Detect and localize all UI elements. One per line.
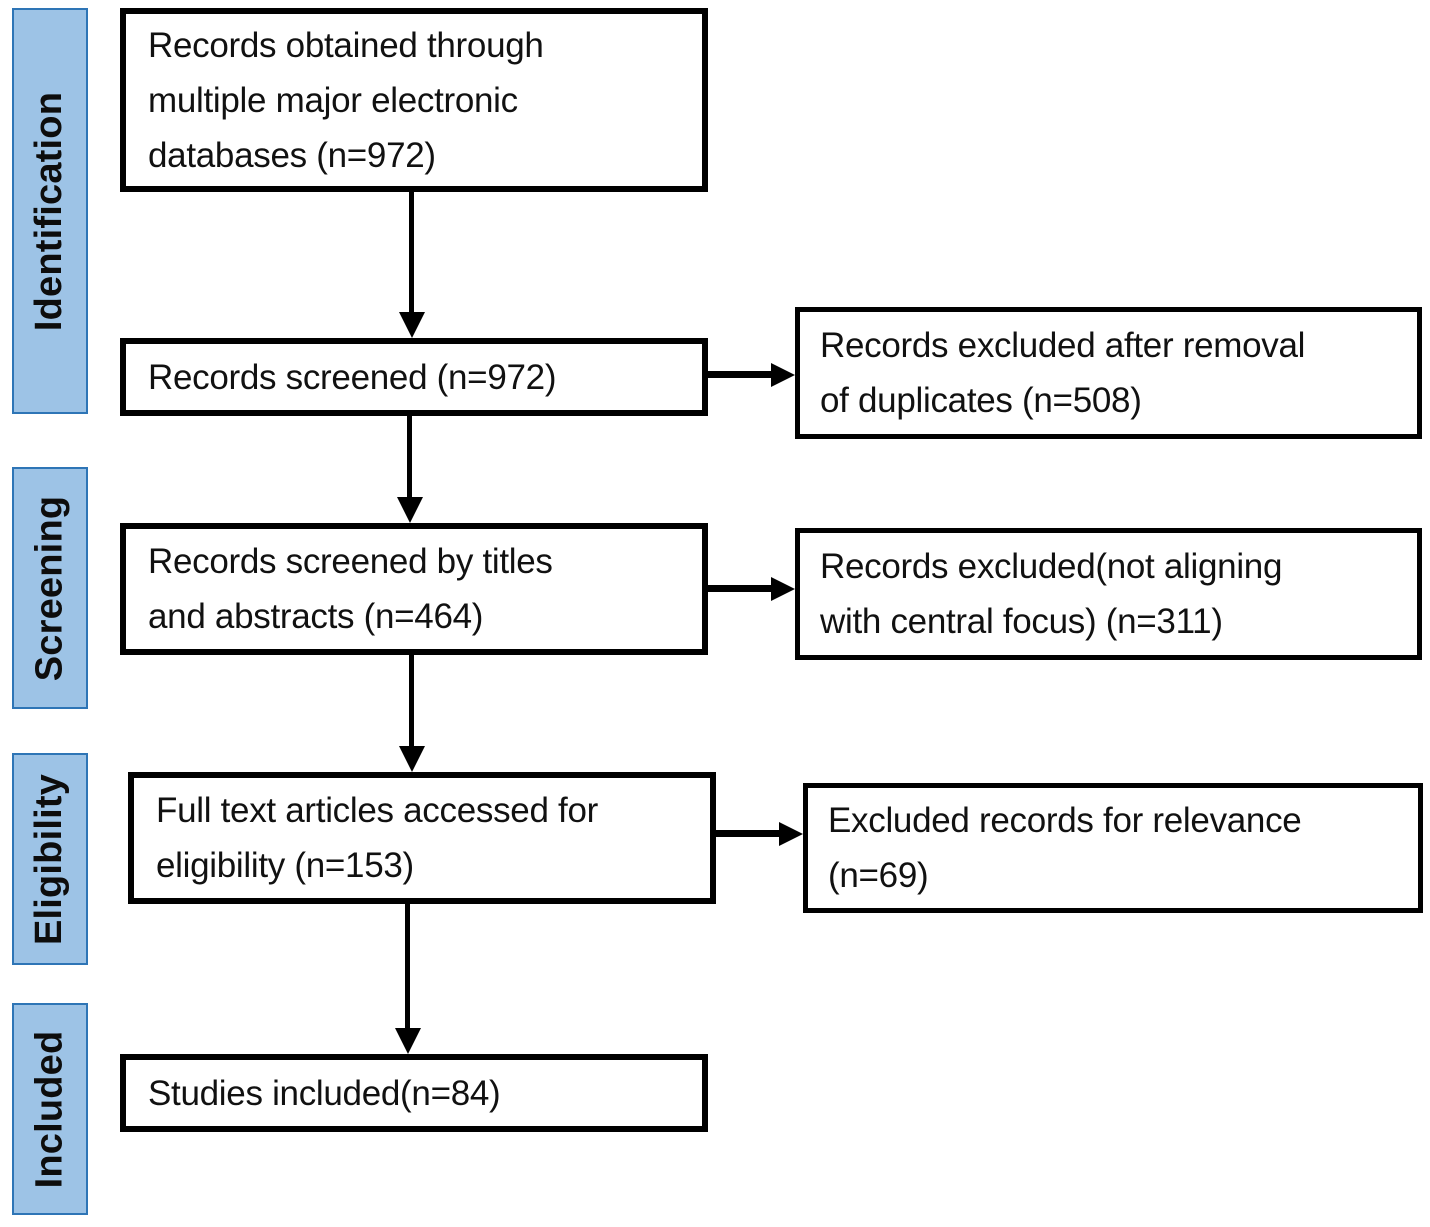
box-text-line: of duplicates (n=508) <box>820 381 1142 420</box>
arrow-head-icon <box>399 312 425 338</box>
arrow-head-icon <box>779 822 803 846</box>
arrow-stem <box>405 904 410 1030</box>
arrow-head-icon <box>397 497 423 523</box>
box-full-text-eligibility: Full text articles accessed for eligibil… <box>128 772 716 904</box>
stage-label-included-text: Included <box>28 1030 71 1188</box>
arrow-head-icon <box>399 746 425 772</box>
box-records-obtained: Records obtained through multiple major … <box>120 8 708 192</box>
stage-label-identification-text: Identification <box>28 91 71 331</box>
box-text-line: eligibility (n=153) <box>156 846 414 885</box>
stage-label-screening: Screening <box>12 467 88 709</box>
box-records-screened: Records screened (n=972) <box>120 338 708 416</box>
arrow-stem <box>716 830 779 837</box>
box-text-line: databases (n=972) <box>148 135 436 175</box>
box-text-line: Records screened (n=972) <box>148 357 557 397</box>
box-studies-included: Studies included(n=84) <box>120 1054 708 1132</box>
box-excluded-not-aligning: Records excluded(not aligning with centr… <box>795 528 1422 660</box>
box-text-line: Records obtained through <box>148 25 544 65</box>
stage-label-eligibility-text: Eligibility <box>28 773 71 945</box>
box-text-line: with central focus) (n=311) <box>820 602 1223 641</box>
stage-label-screening-text: Screening <box>28 495 71 681</box>
box-text-line: and abstracts (n=464) <box>148 597 484 636</box>
stage-label-included: Included <box>12 1003 88 1215</box>
arrow-stem <box>407 416 412 499</box>
box-text-line: Records excluded after removal <box>820 326 1306 365</box>
stage-label-eligibility: Eligibility <box>12 753 88 965</box>
box-text-line: Full text articles accessed for <box>156 791 598 830</box>
arrow-stem <box>409 655 414 748</box>
box-text-line: Excluded records for relevance <box>828 801 1302 840</box>
box-text-line: Studies included(n=84) <box>148 1073 501 1113</box>
box-text-line: multiple major electronic <box>148 80 518 120</box>
arrow-stem <box>708 585 771 592</box>
box-text-line: Records excluded(not aligning <box>820 547 1283 586</box>
arrow-head-icon <box>771 363 795 387</box>
box-excluded-relevance: Excluded records for relevance (n=69) <box>803 783 1423 913</box>
stage-label-identification: Identification <box>12 8 88 414</box>
arrow-stem <box>708 371 771 378</box>
arrow-stem <box>409 192 414 314</box>
box-records-screened-titles: Records screened by titles and abstracts… <box>120 523 708 655</box>
box-excluded-duplicates: Records excluded after removal of duplic… <box>795 307 1422 439</box>
arrow-head-icon <box>395 1028 421 1054</box>
box-text-line: (n=69) <box>828 856 929 895</box>
arrow-head-icon <box>771 577 795 601</box>
box-text-line: Records screened by titles <box>148 542 553 581</box>
